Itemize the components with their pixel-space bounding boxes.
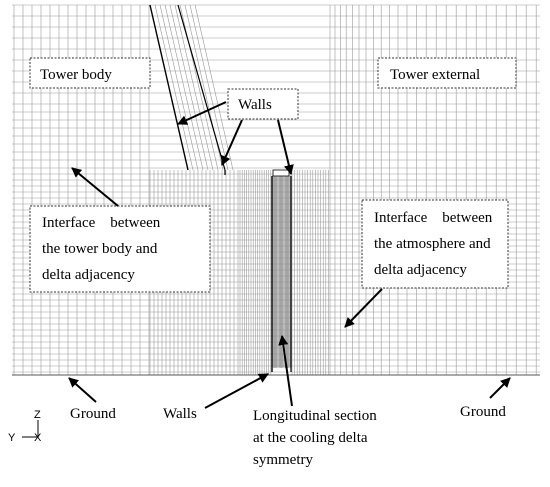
mesh-line <box>184 4 224 171</box>
arrow-section <box>278 335 293 407</box>
delta-top-gap <box>272 169 290 177</box>
label-interface-left: Interface between the tower body and del… <box>29 205 211 293</box>
label-walls-top: Walls <box>227 88 299 120</box>
label-interface-right: Interface between the atmosphere and del… <box>361 199 509 289</box>
mesh-line <box>174 4 214 171</box>
section-line-2: at the cooling delta <box>253 430 368 446</box>
mesh-line <box>177 4 226 171</box>
interface-left-line-2: the tower body and <box>42 241 158 257</box>
arrow-interface-right <box>344 288 383 328</box>
interface-right-line-3: delta adjacency <box>374 262 467 278</box>
interface-right-line-2: the atmosphere and <box>374 236 491 252</box>
arrow-ground-right <box>489 377 511 399</box>
ground-right-label: Ground <box>460 404 506 420</box>
axis-triad: Z Y X <box>8 409 42 444</box>
mesh-line <box>154 4 194 171</box>
interface-right-line-1: Interface between <box>374 210 493 226</box>
mesh-line <box>179 4 219 171</box>
tower-body-label: Tower body <box>40 67 112 83</box>
arrow-ground-left <box>68 377 97 403</box>
axis-z-label: Z <box>34 409 41 421</box>
axis-x-label: X <box>34 432 42 444</box>
mesh-line <box>159 4 199 171</box>
interface-left-line-1: Interface between <box>42 215 161 231</box>
arrow-walls-bottom <box>204 373 269 409</box>
axis-y-label: Y <box>8 432 16 444</box>
mesh-line <box>169 4 209 171</box>
ground-left-label: Ground <box>70 406 116 422</box>
arrow-walls-top-right <box>277 119 294 175</box>
mesh-line <box>164 4 204 171</box>
interface-left-line-3: delta adjacency <box>42 267 135 283</box>
arrow-interface-left <box>71 167 119 207</box>
arrow-walls-top-left <box>177 101 227 125</box>
walls-top-label: Walls <box>238 97 272 113</box>
computational-mesh <box>12 4 540 376</box>
mesh-line <box>194 4 234 171</box>
section-line-1: Longitudinal section <box>253 408 377 424</box>
mesh-line <box>189 4 229 171</box>
label-tower-external: Tower external <box>377 57 517 89</box>
mesh-line <box>149 4 189 171</box>
tower-external-label: Tower external <box>390 67 480 83</box>
walls-bottom-label: Walls <box>163 406 197 422</box>
label-tower-body: Tower body <box>29 57 151 89</box>
section-line-3: symmetry <box>253 452 313 468</box>
arrow-walls-top-mid <box>221 119 243 166</box>
